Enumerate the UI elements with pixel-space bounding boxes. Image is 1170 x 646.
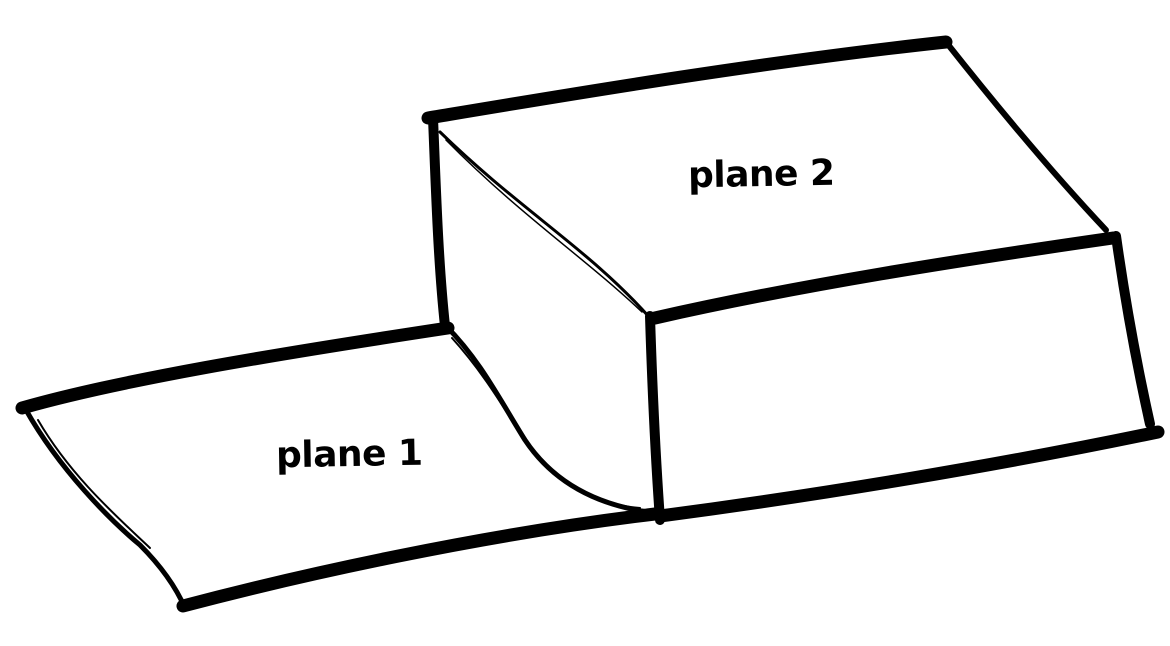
plane-2-diagonal-edge (438, 130, 652, 320)
plane-1-shape (15, 321, 662, 613)
plane-1-back-edge (15, 321, 455, 415)
plane-2-front-top-edge (648, 231, 1120, 325)
plane-2-left-vertical-edge (428, 113, 450, 331)
plane-1-label: plane 1 (275, 432, 423, 477)
plane-2-right-back-edge (943, 39, 1109, 233)
plane-2-bottom-edge (653, 425, 1165, 523)
plane-2-front-vertical-edge (645, 311, 665, 525)
fillet-edge (443, 323, 651, 515)
plane-2-back-edge (421, 35, 953, 125)
plane-2-label: plane 2 (687, 152, 835, 197)
plane-1-left-edge (23, 407, 188, 611)
plane-2-shape (421, 35, 1165, 525)
plane-2-right-vertical-edge (1111, 231, 1155, 429)
plane-1-front-edge (176, 507, 662, 613)
